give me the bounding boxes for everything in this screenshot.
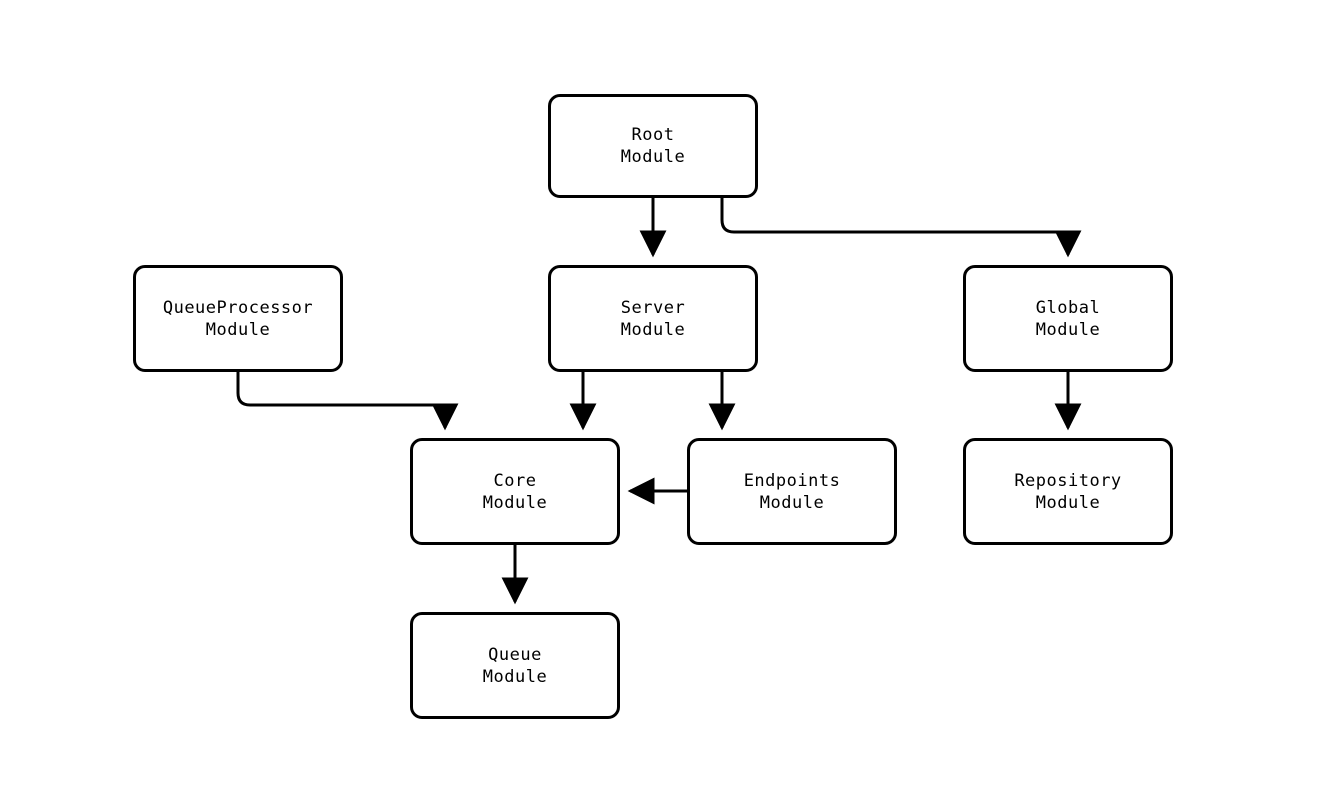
node-label-repository: Repository Module <box>1014 470 1122 513</box>
node-global[interactable]: Global Module <box>963 265 1173 372</box>
node-root[interactable]: Root Module <box>548 94 758 198</box>
edge-queueprocessor-to-core <box>236 372 459 431</box>
node-queueprocessor[interactable]: QueueProcessor Module <box>133 265 343 372</box>
node-label-core: Core Module <box>482 470 548 513</box>
node-label-root: Root Module <box>620 125 686 167</box>
edge-root-to-global <box>720 198 1082 258</box>
node-label-endpoints: Endpoints Module <box>743 470 841 513</box>
node-endpoints[interactable]: Endpoints Module <box>687 438 897 545</box>
node-label-server: Server Module <box>620 297 686 340</box>
node-label-global: Global Module <box>1035 297 1101 340</box>
node-repository[interactable]: Repository Module <box>963 438 1173 545</box>
node-queue[interactable]: Queue Module <box>410 612 620 719</box>
node-core[interactable]: Core Module <box>410 438 620 545</box>
node-label-queueprocessor: QueueProcessor Module <box>162 297 314 340</box>
node-server[interactable]: Server Module <box>548 265 758 372</box>
node-label-queue: Queue Module <box>482 644 548 687</box>
